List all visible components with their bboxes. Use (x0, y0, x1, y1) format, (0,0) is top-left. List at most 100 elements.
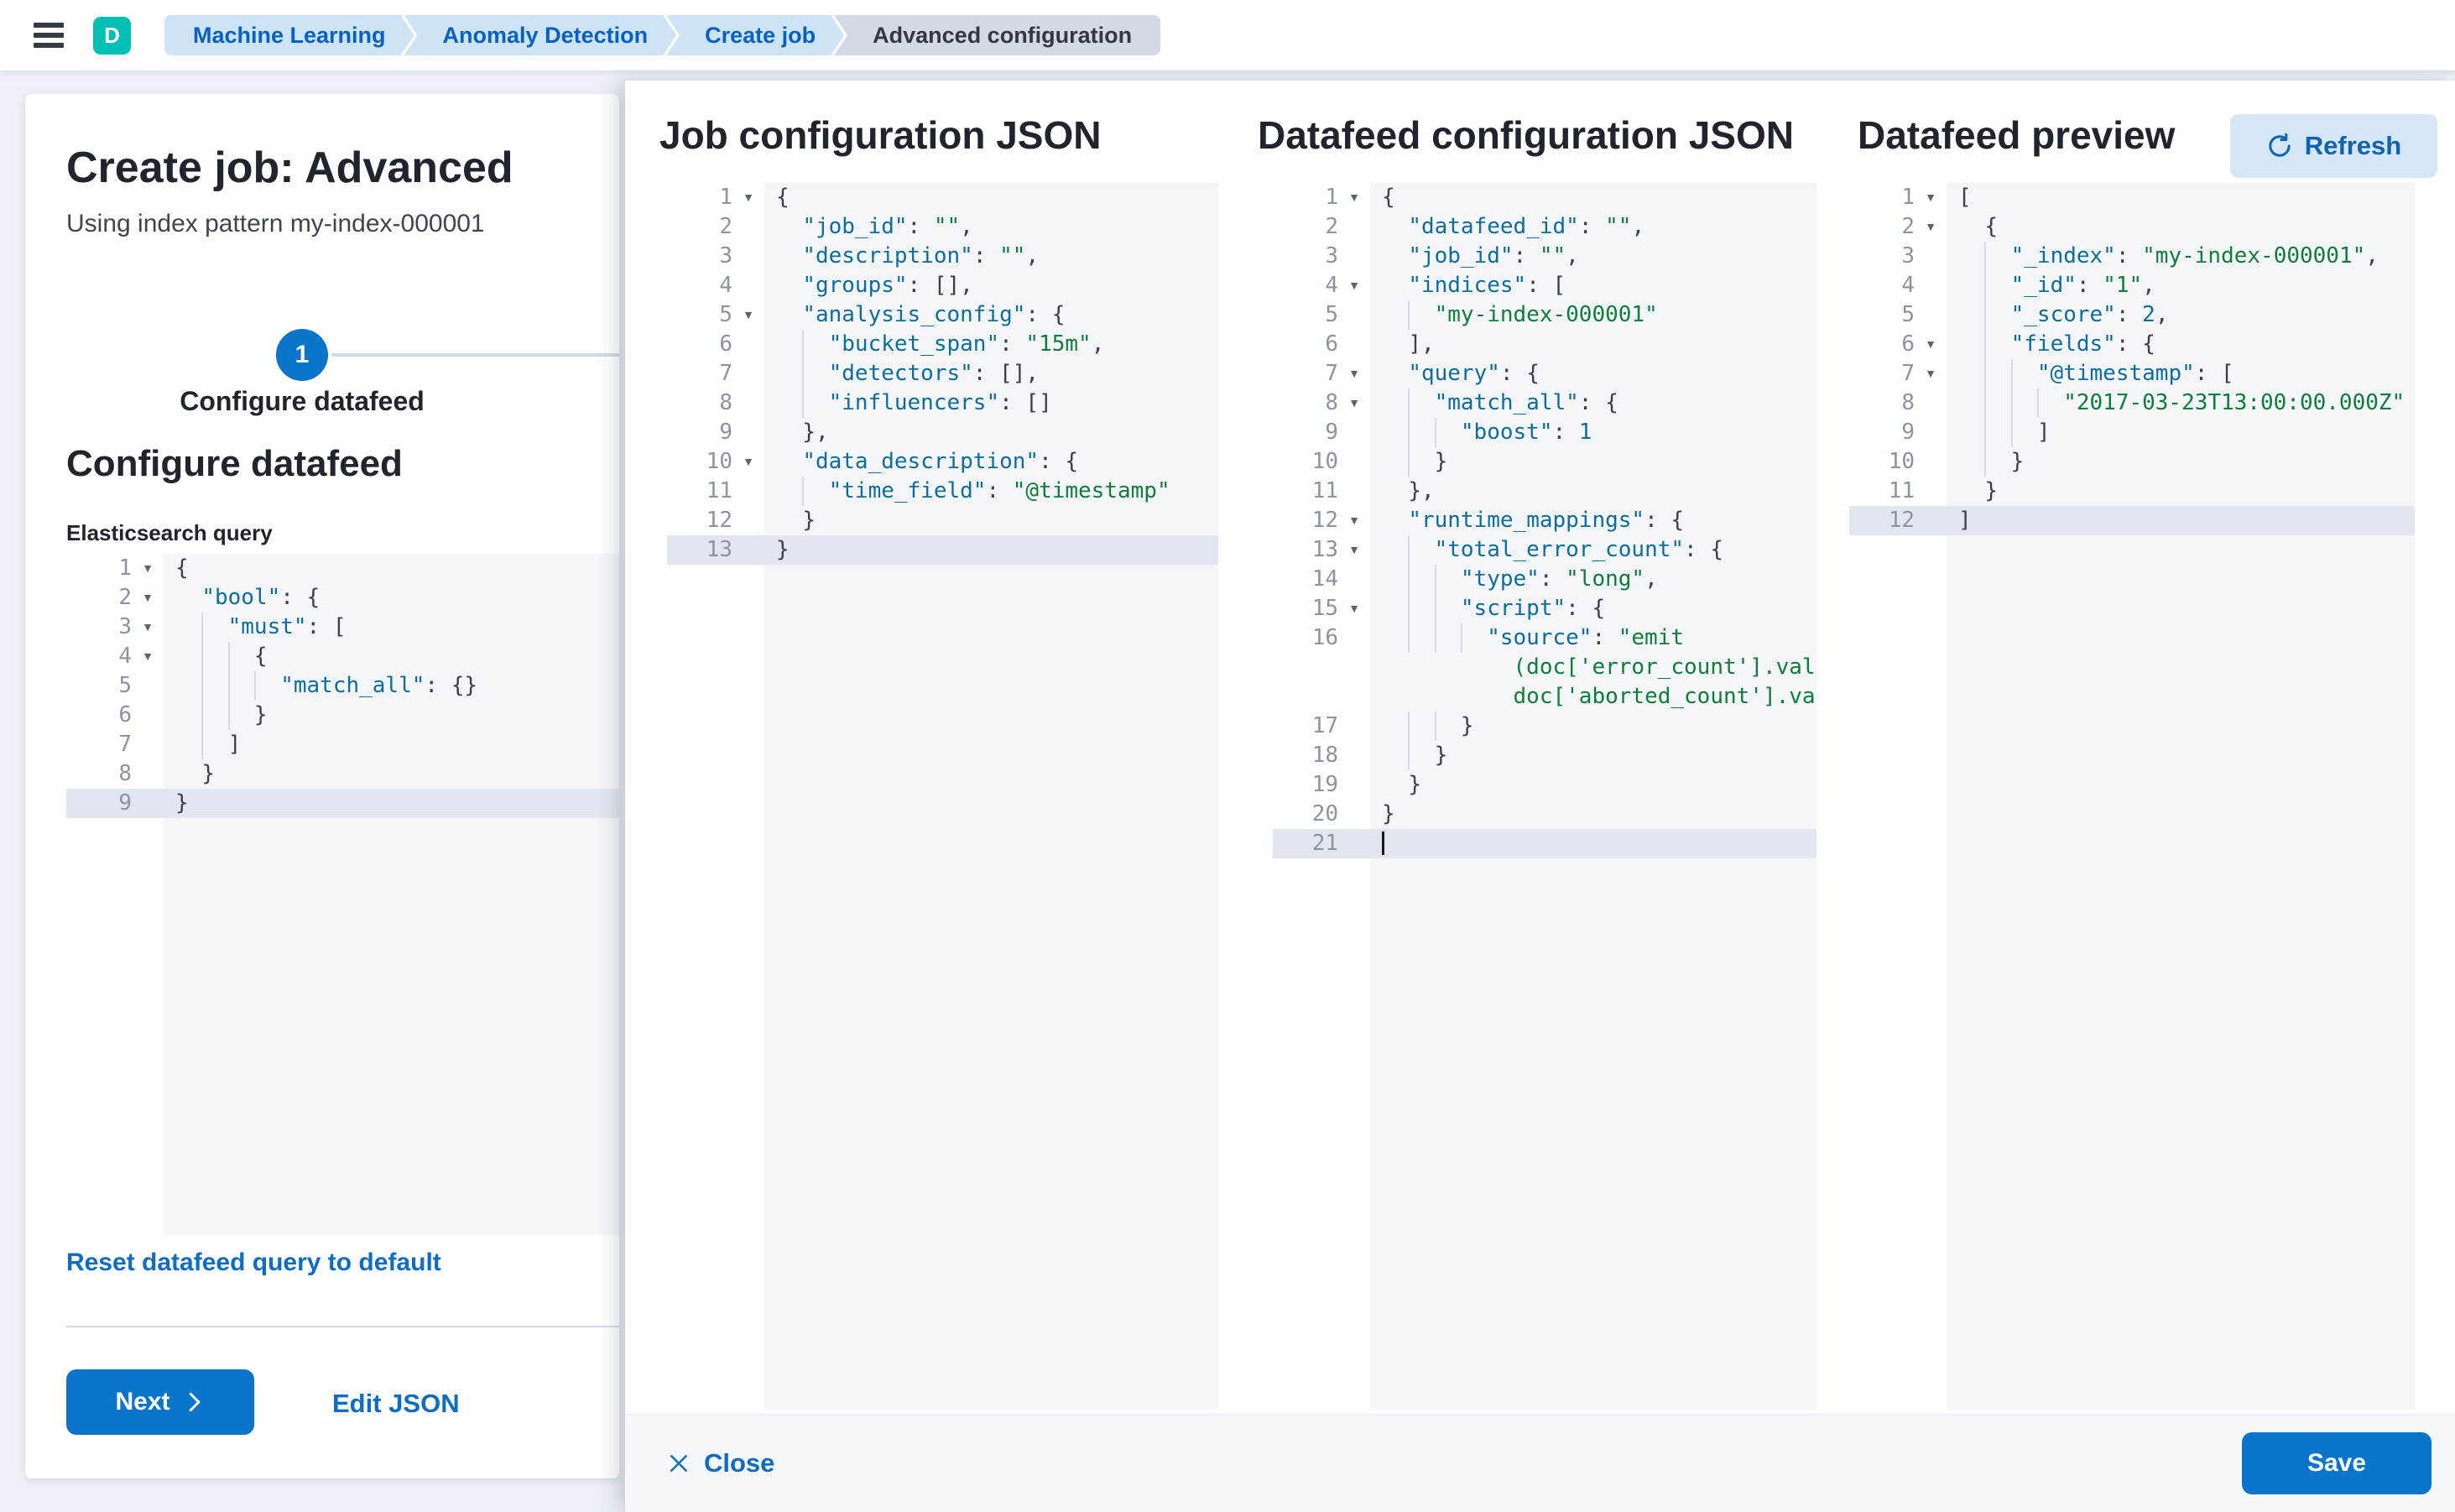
fold-toggle-icon[interactable]: ▼ (743, 308, 754, 321)
code-line: 13▼ "total_error_count": { (1273, 535, 1816, 565)
code-token (175, 732, 201, 757)
code-token: , (1566, 243, 1579, 269)
code-token: "" (933, 214, 961, 239)
fold-toggle-icon[interactable]: ▼ (743, 190, 754, 204)
fold-toggle-icon[interactable]: ▼ (142, 649, 154, 663)
fold-toggle-icon[interactable]: ▼ (743, 455, 754, 468)
line-number: 11 (1888, 478, 1915, 503)
fold-toggle-icon[interactable]: ▼ (1348, 514, 1360, 527)
code-token: "@timestamp" (2036, 361, 2195, 386)
refresh-button[interactable]: Refresh (2230, 114, 2437, 178)
code-token: doc['aborted_count'].value)" (1513, 684, 1816, 709)
line-number: 18 (1311, 743, 1338, 768)
fold-toggle-icon[interactable]: ▼ (1925, 190, 1936, 204)
code-line-content: } (1370, 447, 1816, 477)
edit-json-link[interactable]: Edit JSON (332, 1389, 460, 1418)
code-line: 9 }, (667, 418, 1218, 447)
fold-toggle-icon[interactable]: ▼ (1925, 220, 1936, 233)
code-line: 9 ] (1849, 418, 2415, 447)
fold-toggle-icon[interactable]: ▼ (142, 620, 154, 633)
code-line-content: "_id": "1", (1947, 271, 2415, 300)
code-token: "indices" (1408, 273, 1527, 298)
code-line-content: }, (1370, 477, 1816, 506)
code-token: [ (1958, 185, 1972, 210)
breadcrumb-machine-learning[interactable]: Machine Learning (164, 15, 414, 55)
line-number: 3 (1901, 243, 1915, 269)
code-token: : (2115, 302, 2143, 327)
fold-toggle-icon[interactable]: ▼ (1348, 396, 1360, 409)
step-indicator[interactable]: 1 (276, 329, 328, 381)
breadcrumb-create-job[interactable]: Create job (666, 15, 844, 55)
code-line-content (1370, 829, 1816, 858)
code-line: 3 "_index": "my-index-000001", (1849, 242, 2415, 271)
code-line-content: { (164, 554, 619, 583)
fold-toggle-icon[interactable]: ▼ (1348, 279, 1360, 292)
code-token: "total_error_count" (1434, 537, 1685, 562)
code-token: "job_id" (1408, 243, 1514, 269)
save-button[interactable]: Save (2242, 1432, 2432, 1494)
indent-guide (254, 671, 280, 701)
code-token: "match_all" (280, 673, 425, 698)
fold-toggle-icon[interactable]: ▼ (1348, 190, 1360, 204)
datafeed-preview-editor[interactable]: 1▼[2▼ {3 "_index": "my-index-000001",4 "… (1849, 183, 2415, 1410)
code-line-content: [ (1947, 183, 2415, 212)
code-line-content: { (764, 183, 1218, 212)
datafeed-configuration-editor[interactable]: 1▼{2 "datafeed_id": "",3 "job_id": "",4▼… (1273, 183, 1816, 1410)
gutter-spacer (1338, 800, 1370, 829)
indent-guide (201, 671, 227, 701)
code-token: , (960, 214, 973, 239)
breadcrumb-anomaly-detection[interactable]: Anomaly Detection (404, 15, 677, 55)
fold-toggle-icon[interactable]: ▼ (1925, 367, 1936, 380)
line-number: 3 (1325, 243, 1338, 269)
gutter-spacer (1338, 653, 1370, 682)
indent-guide (1435, 594, 1461, 623)
line-number: 6 (118, 702, 132, 727)
fold-toggle-icon[interactable]: ▼ (142, 561, 154, 575)
job-configuration-editor[interactable]: 1▼{2 "job_id": "",3 "description": "",4 … (667, 183, 1218, 1410)
code-token (1382, 772, 1408, 797)
code-token (1382, 361, 1408, 386)
fold-toggle-icon[interactable]: ▼ (1348, 543, 1360, 556)
reset-datafeed-query-link[interactable]: Reset datafeed query to default (66, 1249, 441, 1276)
fold-toggle-icon[interactable]: ▼ (1348, 602, 1360, 615)
line-number: 8 (118, 761, 132, 786)
code-token: : { (2115, 331, 2155, 357)
close-button[interactable]: Close (667, 1415, 774, 1512)
code-token: "type" (1460, 566, 1540, 592)
menu-icon[interactable] (34, 23, 64, 48)
code-token: , (2155, 302, 2169, 327)
next-button[interactable]: Next (66, 1369, 254, 1435)
code-token: ] (1958, 508, 1972, 533)
code-token (776, 390, 802, 415)
code-token: } (1408, 772, 1421, 797)
indent-guide (2011, 418, 2037, 447)
gutter-spacer (1338, 477, 1370, 506)
gutter-spacer (1338, 565, 1370, 594)
code-line-content: doc['aborted_count'].value)" (1370, 682, 1816, 712)
code-token: : (1552, 420, 1579, 445)
code-token: "_index" (2010, 243, 2116, 269)
fold-toggle-icon[interactable]: ▼ (1925, 337, 1936, 351)
gutter-spacer (1338, 418, 1370, 447)
code-token: { (253, 644, 268, 669)
code-token: "time_field" (828, 478, 987, 503)
avatar[interactable]: D (93, 16, 131, 55)
gutter-spacer (1338, 212, 1370, 242)
code-token: } (1984, 478, 1998, 503)
code-token: } (253, 702, 268, 727)
code-token: } (2010, 449, 2025, 474)
code-token (175, 585, 201, 610)
code-token: "fields" (2010, 331, 2116, 357)
code-line-content: "total_error_count": { (1370, 535, 1816, 565)
gutter-spacer (1915, 506, 1947, 535)
code-line-content: "2017-03-23T13:00:00.000Z" (1947, 388, 2415, 418)
fold-toggle-icon[interactable]: ▼ (1348, 367, 1360, 380)
code-line: 6 ], (1273, 330, 1816, 359)
code-token: : (2076, 273, 2103, 298)
fold-toggle-icon[interactable]: ▼ (142, 591, 154, 604)
code-line-content: { (1947, 212, 2415, 242)
code-token (776, 302, 802, 327)
elasticsearch-query-editor[interactable]: 1▼{2▼ "bool": {3▼ "must": [4▼ {5 "match_… (66, 554, 619, 1235)
indent-guide (802, 477, 828, 506)
code-line-content: ] (1947, 418, 2415, 447)
